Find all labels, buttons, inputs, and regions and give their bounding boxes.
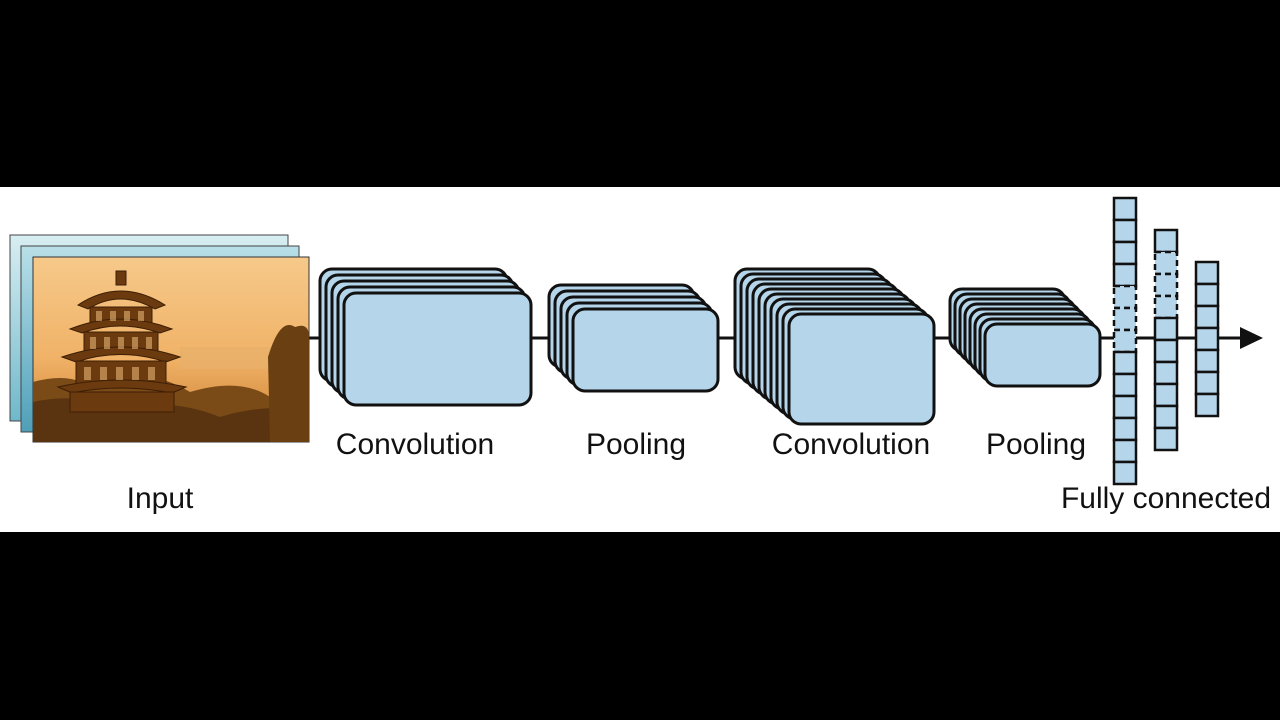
fc-column-2-neuron: [1153, 294, 1179, 320]
fc-column-1-neuron: [1112, 372, 1138, 398]
pooling-block-2: [948, 287, 1102, 388]
fc-column-1-neuron: [1112, 438, 1138, 464]
fc-column-3-neuron: [1194, 370, 1220, 396]
label-fully-connected: Fully connected: [1060, 482, 1272, 515]
fc-column-1-neuron: [1112, 394, 1138, 420]
fc-column-2-neuron: [1153, 316, 1179, 342]
convolution-block-1: [318, 267, 533, 407]
convolution-block-1-map: [342, 291, 533, 407]
label-convolution-1: Convolution: [335, 428, 495, 461]
diagram-panel: Input Convolution Pooling Convolution Po…: [0, 187, 1280, 532]
label-input: Input: [126, 482, 194, 515]
fc-column-1-neuron: [1112, 306, 1138, 332]
input-image-stack: [9, 234, 310, 443]
fc-column-1-neuron: [1112, 240, 1138, 266]
fc-column-2-neuron: [1153, 228, 1179, 254]
convolution-block-2: [733, 267, 936, 426]
convolution-block-2-map: [787, 312, 936, 426]
fc-column-2-neuron: [1153, 272, 1179, 298]
fc-column-2-neuron: [1153, 426, 1179, 452]
fc-column-2-neuron: [1153, 338, 1179, 364]
fc-column-2-neuron: [1153, 404, 1179, 430]
fc-column-3-neuron: [1194, 260, 1220, 286]
pooling-block-1-map: [571, 307, 720, 393]
fc-column-1-neuron: [1112, 416, 1138, 442]
fc-column-3-neuron: [1194, 326, 1220, 352]
fc-column-1-neuron: [1112, 284, 1138, 310]
fc-column-3: [1194, 260, 1220, 418]
fc-column-1-neuron: [1112, 196, 1138, 222]
label-convolution-2: Convolution: [771, 428, 931, 461]
fc-column-1-neuron: [1112, 218, 1138, 244]
label-pooling-2: Pooling: [985, 428, 1087, 461]
label-pooling-1: Pooling: [585, 428, 687, 461]
fc-column-3-neuron: [1194, 348, 1220, 374]
pooling-block-1: [547, 283, 720, 393]
fc-column-1-neuron: [1112, 350, 1138, 376]
fc-column-2-neuron: [1153, 250, 1179, 276]
fc-column-2: [1153, 228, 1179, 452]
fc-column-1-neuron: [1112, 262, 1138, 288]
flow-arrowhead: [1240, 327, 1263, 349]
fc-column-3-neuron: [1194, 304, 1220, 330]
fc-column-1: [1112, 196, 1138, 486]
cnn-architecture-diagram: [9, 196, 1263, 486]
pagoda-photo: [32, 256, 310, 443]
fc-column-3-neuron: [1194, 282, 1220, 308]
fc-column-3-neuron: [1194, 392, 1220, 418]
fc-column-1-neuron: [1112, 460, 1138, 486]
fc-column-2-neuron: [1153, 360, 1179, 386]
pooling-block-2-map: [983, 322, 1102, 388]
fc-column-1-neuron: [1112, 328, 1138, 354]
fc-column-2-neuron: [1153, 382, 1179, 408]
